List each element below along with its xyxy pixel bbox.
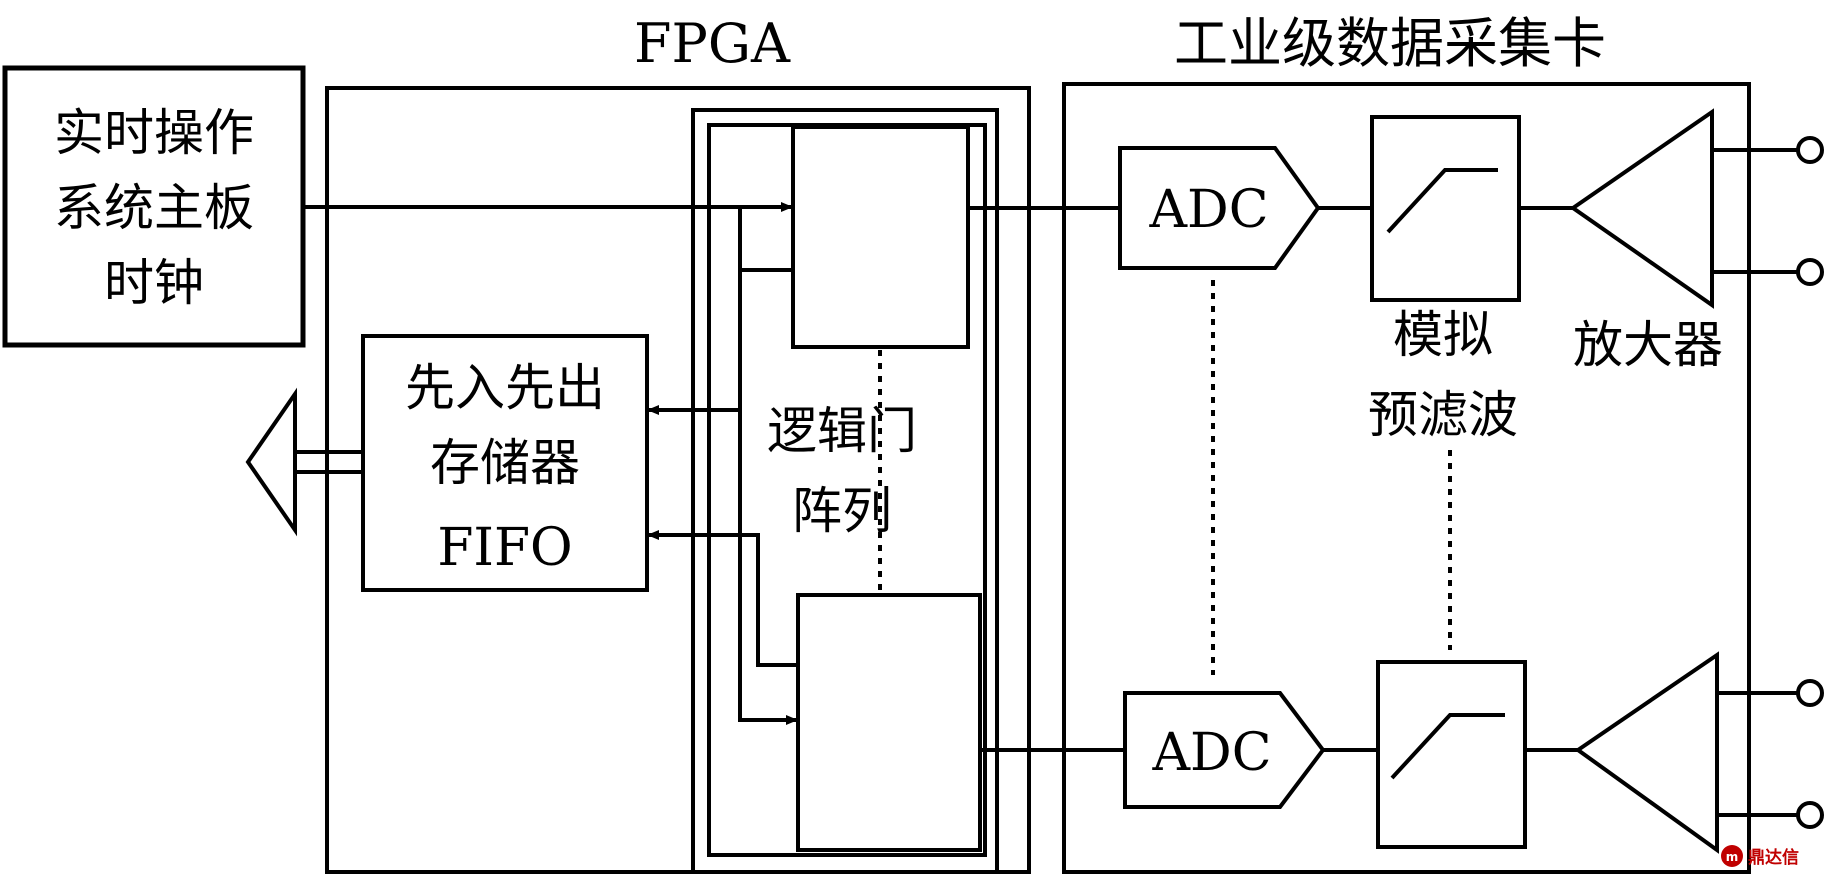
adc-bottom-label: ADC [1151, 723, 1271, 783]
amp-top-inputs [1712, 136, 1824, 286]
adc-top-label: ADC [1148, 180, 1268, 240]
amplifier-bottom-icon [1574, 651, 1719, 854]
amp-bottom-inputs [1717, 679, 1824, 829]
filter-label-line2: 预滤波 [1368, 386, 1518, 444]
daq-card-title: 工业级数据采集卡 [1174, 12, 1606, 75]
rtos-clock-block: 实时操作 系统主板 时钟 [2, 65, 306, 348]
top-block-to-fifo [647, 270, 742, 415]
rtos-label-line2: 系统主板 [54, 179, 254, 237]
logic-block-bottom [796, 593, 982, 852]
gate-array-label-line1: 逻辑门 [767, 402, 917, 460]
svg-text:m: m [1726, 850, 1739, 864]
bottom-block-to-fifo [647, 530, 798, 667]
amplifier-top-icon [1569, 108, 1714, 309]
input-terminal-icon [1796, 258, 1824, 286]
fifo-label-line2: 存储器 [430, 434, 580, 492]
filter-top-block [1370, 115, 1521, 302]
fifo-label-line3: FIFO [437, 518, 572, 578]
daq-card-boundary [1062, 82, 1751, 874]
fpga-boundary [325, 86, 1031, 874]
rtos-label-line3: 时钟 [104, 254, 204, 312]
watermark: m 鼎达信 [1721, 845, 1799, 868]
watermark-text: 鼎达信 [1748, 847, 1799, 868]
input-terminal-icon [1796, 679, 1824, 707]
adc-bottom-block: ADC [1123, 691, 1326, 809]
clock-branch-line [738, 207, 798, 725]
adc-top-block: ADC [1118, 146, 1321, 270]
logic-gate-array-outer [691, 108, 999, 874]
filter-bottom-block [1376, 660, 1527, 849]
input-terminal-icon [1796, 801, 1824, 829]
logic-block-top [791, 125, 970, 349]
fifo-block: 先入先出 存储器 FIFO [361, 334, 649, 592]
rtos-label-line1: 实时操作 [54, 104, 254, 162]
filter-bottom-response-icon [1390, 713, 1505, 780]
amplifier-label: 放大器 [1573, 316, 1723, 374]
input-terminal-icon [1796, 136, 1824, 164]
filter-label-line1: 模拟 [1393, 306, 1493, 364]
watermark-logo-icon [1721, 845, 1743, 867]
gate-array-label-line2: 阵列 [792, 482, 892, 540]
fifo-label-line1: 先入先出 [405, 359, 605, 417]
fpga-title: FPGA [634, 12, 791, 75]
filter-top-response-icon [1386, 168, 1498, 234]
fifo-output-arrow [245, 387, 363, 537]
